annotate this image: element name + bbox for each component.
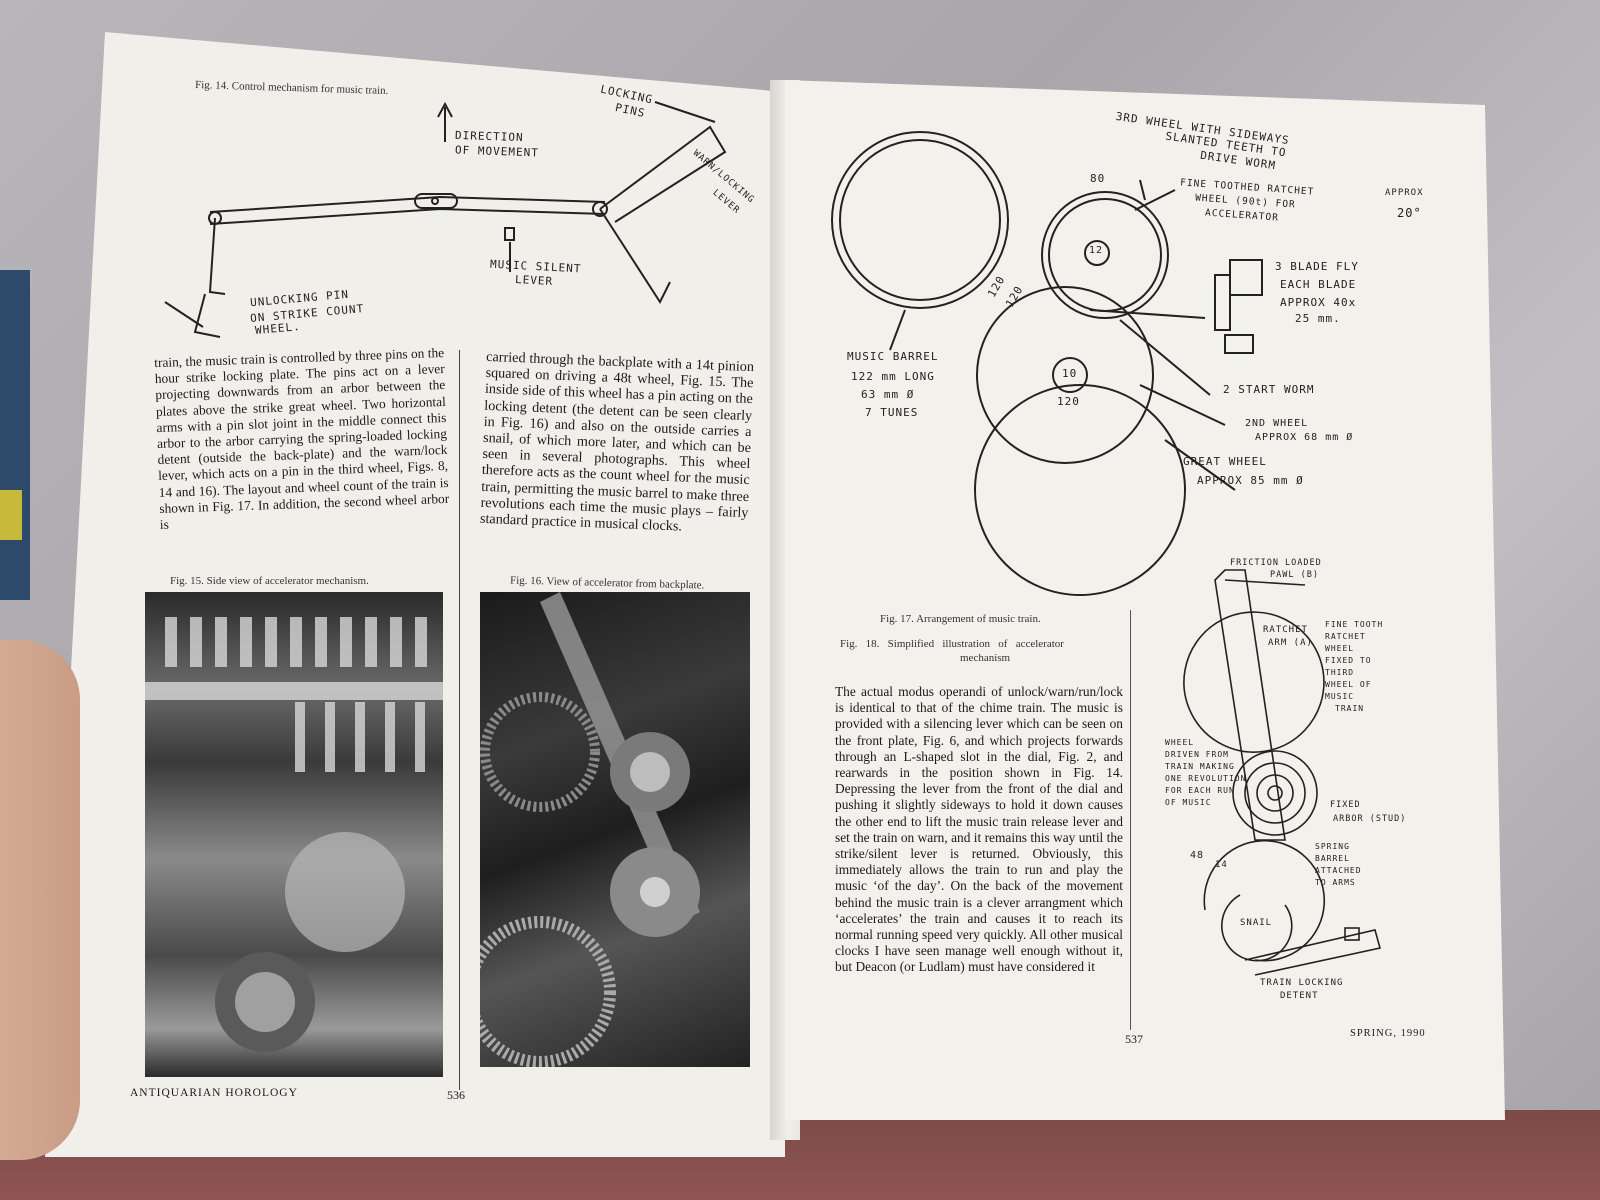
fig17-drawing	[831, 131, 1381, 976]
fig17-label-barrel-3: 63 mm Ø	[861, 388, 915, 401]
right-page: 3RD WHEEL WITH SIDEWAYS SLANTED TEETH TO…	[785, 80, 1505, 1120]
fig18-label-train-2: DETENT	[1280, 991, 1319, 1001]
fig17-label-fly-3: APPROX 40x	[1280, 296, 1357, 309]
fig18-label-fine-5: THIRD	[1325, 668, 1355, 677]
fig17-label-80: 80	[1090, 172, 1106, 185]
fig18-label-spring-3: ATTACHED	[1315, 866, 1362, 875]
fig17-label-great-1: GREAT WHEEL	[1183, 455, 1267, 468]
fig18-label-train-1: TRAIN LOCKING	[1260, 978, 1344, 988]
fig18-label-fine-1: FINE TOOTH	[1325, 620, 1384, 629]
fig18-label-wheel-6: OF MUSIC	[1165, 798, 1212, 807]
background-book-spine	[0, 270, 30, 600]
fig17-label-angle: 20°	[1397, 206, 1422, 220]
fig14-label-music-silent-lever: LEVER	[514, 273, 554, 288]
fig17-label-great-2: APPROX 85 mm Ø	[1197, 474, 1304, 487]
footer-journal-title: ANTIQUARIAN HOROLOGY	[130, 1087, 298, 1099]
fig18-label-fine-2: RATCHET	[1325, 632, 1366, 641]
fig17-label-barrel-1: MUSIC BARREL	[847, 350, 939, 363]
fig17-label-12: 12	[1089, 245, 1104, 256]
fig17-label-fly-1: 3 BLADE FLY	[1275, 260, 1359, 273]
fig18-label-spring-4: TO ARMS	[1315, 878, 1356, 887]
fig18-label-fixed-2: ARBOR (STUD)	[1333, 814, 1407, 824]
fig18-label-fine-3: WHEEL	[1325, 644, 1355, 653]
thumb	[0, 640, 80, 1160]
fig18-label-friction-1: FRICTION LOADED	[1230, 558, 1322, 568]
fig18-caption-line-2: mechanism	[960, 652, 1011, 664]
right-page-number: 537	[1125, 1032, 1143, 1046]
fig18-label-48: 48	[1190, 850, 1205, 861]
fig18-label-ratchet-arm-2: ARM (A)	[1268, 638, 1313, 648]
right-column-text: The actual modus operandi of unlock/warn…	[835, 684, 1123, 975]
column-rule	[459, 350, 460, 1090]
fig18-label-wheel-3: TRAIN MAKING	[1165, 762, 1235, 771]
fig17-label-second-2: APPROX 68 mm Ø	[1255, 432, 1354, 443]
background-yellow-object	[0, 490, 22, 540]
fig14-drawing	[164, 101, 727, 338]
left-column-1-text: train, the music train is controlled by …	[153, 344, 450, 533]
left-page: Fig. 14. Control mechanism for music tra…	[45, 32, 785, 1157]
fig17-caption: Fig. 17. Arrangement of music train.	[880, 613, 1041, 625]
fig18-label-fine-7: MUSIC	[1325, 692, 1355, 701]
column-rule-right	[1130, 610, 1131, 1030]
fig18-label-fixed-1: FIXED	[1330, 800, 1361, 810]
footer-issue-date: SPRING, 1990	[1350, 1028, 1426, 1039]
fig18-caption-line-1: Fig. 18. Simplified illustration of acce…	[840, 638, 1064, 650]
fig14-label-direction: DIRECTION	[454, 128, 524, 145]
fig18-label-wheel-2: DRIVEN FROM	[1165, 750, 1229, 759]
fig17-label-fly-2: EACH BLADE	[1280, 278, 1357, 291]
fig18-label-fine-4: FIXED TO	[1325, 656, 1372, 665]
fig17-label-approx: APPROX	[1385, 188, 1424, 198]
fig18-label-14: 14	[1215, 860, 1228, 870]
fig15-caption: Fig. 15. Side view of accelerator mechan…	[170, 575, 369, 587]
fig18-label-wheel-5: FOR EACH RUN	[1165, 786, 1235, 795]
fig18-label-snail: SNAIL	[1240, 918, 1273, 928]
fig18-label-wheel-1: WHEEL	[1165, 738, 1195, 747]
fig18-label-friction-2: PAWL (B)	[1270, 570, 1319, 580]
fig17-label-120-c: 120	[1057, 395, 1080, 408]
fig18-label-fine-8: TRAIN	[1335, 704, 1365, 713]
fig17-label-barrel-2: 122 mm LONG	[851, 370, 935, 383]
fig16-photo	[480, 592, 750, 1067]
fig17-label-10: 10	[1062, 367, 1078, 380]
fig17-label-second-1: 2ND WHEEL	[1245, 418, 1309, 429]
fig15-photo	[145, 592, 443, 1077]
fig17-label-worm: 2 START WORM	[1223, 383, 1315, 396]
fig18-label-spring-1: SPRING	[1315, 842, 1350, 851]
left-column-2-text: carried through the backplate with a 14t…	[479, 348, 755, 535]
fig18-label-fine-6: WHEEL OF	[1325, 680, 1372, 689]
fig15-photo-detail	[145, 617, 443, 1052]
fig18-label-ratchet-arm-1: RATCHET	[1263, 625, 1308, 635]
fig17-label-barrel-4: 7 TUNES	[865, 406, 919, 419]
fig17-label-fly-4: 25 mm.	[1295, 312, 1341, 325]
fig18-label-wheel-4: ONE REVOLUTION	[1165, 774, 1247, 783]
left-page-number: 536	[447, 1088, 465, 1102]
fig18-label-spring-2: BARREL	[1315, 854, 1350, 863]
fig16-photo-detail	[480, 592, 700, 1067]
